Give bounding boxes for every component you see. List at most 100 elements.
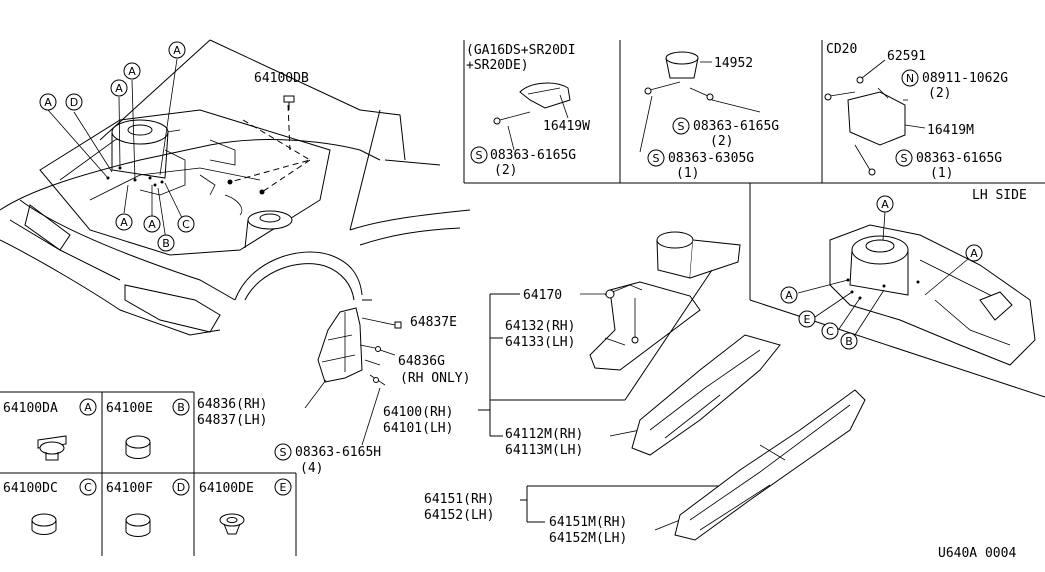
svg-text:C: C xyxy=(182,218,190,231)
figure-code: U640A 0004 xyxy=(938,546,1016,561)
svg-text:S: S xyxy=(280,446,287,459)
callout-s-4: S xyxy=(895,149,913,167)
engine-note-2: +SR20DE) xyxy=(466,58,529,73)
qty-4: (4) xyxy=(300,461,323,476)
rh-only-label: (RH ONLY) xyxy=(400,371,470,386)
callout-c-1: C xyxy=(177,215,195,233)
callout-a-4: A xyxy=(39,93,57,111)
callout-a-lh-2: A xyxy=(965,244,983,262)
svg-text:B: B xyxy=(177,401,185,414)
callout-s-2: S xyxy=(672,117,690,135)
engine-note: (GA16DS+SR20DI xyxy=(466,43,576,58)
svg-text:D: D xyxy=(177,481,185,494)
part-64100-label: 64100(RH) xyxy=(383,405,453,420)
callout-d-1: D xyxy=(65,93,83,111)
lh-side-label: LH SIDE xyxy=(972,188,1027,203)
svg-text:A: A xyxy=(128,65,136,78)
legend-item-64100da: 64100DA A xyxy=(3,398,97,461)
strut-housing-drawing xyxy=(589,231,741,371)
svg-text:C: C xyxy=(84,481,92,494)
legend-item-64100de: 64100DE E xyxy=(199,478,292,535)
part-16419m-label: 16419M xyxy=(927,123,974,138)
svg-text:A: A xyxy=(84,401,92,414)
part-64112m-label: 64112M(RH) xyxy=(505,427,583,442)
svg-text:E: E xyxy=(804,313,811,326)
part-64170-label: 64170 xyxy=(523,288,562,303)
svg-text:A: A xyxy=(785,289,793,302)
part-64113m-label: 64113M(LH) xyxy=(505,443,583,458)
part-08363-6165g-a-label: 08363-6165G xyxy=(490,148,576,163)
callout-a-2: A xyxy=(123,62,141,80)
bracket-16419w-drawing xyxy=(493,82,571,125)
top-right-panel-frame xyxy=(463,40,1045,184)
legend-grid xyxy=(0,391,297,556)
clip-e-icon xyxy=(219,513,245,535)
svg-text:S: S xyxy=(476,149,483,162)
svg-text:N: N xyxy=(906,72,914,85)
leader-64132 xyxy=(604,337,626,346)
svg-text:C: C xyxy=(826,325,834,338)
member-64151m-drawing xyxy=(674,389,866,541)
svg-text:D: D xyxy=(70,96,78,109)
part-14952-label: 14952 xyxy=(714,56,753,71)
qty-1-a: (1) xyxy=(676,166,699,181)
bracket-16419m-drawing xyxy=(824,59,926,176)
car-body-illustration xyxy=(0,39,471,336)
part-64837e-label: 64837E xyxy=(410,315,457,330)
part-64152-label: 64152(LH) xyxy=(424,508,494,523)
group-bracket-64100 xyxy=(478,269,713,437)
legend-item-64100dc: 64100DC C xyxy=(3,478,97,535)
svg-text:S: S xyxy=(678,120,685,133)
svg-text:A: A xyxy=(44,96,52,109)
part-64836-label: 64836(RH) xyxy=(197,397,267,412)
callout-b-1: B xyxy=(157,234,175,252)
callout-a-5: A xyxy=(115,213,133,231)
part-64836g-label: 64836G xyxy=(398,354,445,369)
part-64151m-label: 64151M(RH) xyxy=(549,515,627,530)
legend-code: 64100F xyxy=(106,481,153,496)
clip-14952-drawing xyxy=(639,51,761,153)
svg-text:A: A xyxy=(115,82,123,95)
part-64101-label: 64101(LH) xyxy=(383,421,453,436)
legend-item-64100f: 64100F D xyxy=(106,478,190,537)
qty-2-c: (2) xyxy=(928,86,951,101)
callout-s-3: S xyxy=(647,149,665,167)
callout-s-1: S xyxy=(470,146,488,164)
qty-1-b: (1) xyxy=(930,166,953,181)
part-62591-label: 62591 xyxy=(887,49,926,64)
callout-a-3: A xyxy=(110,79,128,97)
part-08363-6305g-label: 08363-6305G xyxy=(668,151,754,166)
part-64132-label: 64132(RH) xyxy=(505,319,575,334)
plug-c-icon xyxy=(31,513,57,535)
legend-code: 64100DC xyxy=(3,481,58,496)
part-08911-1062g-label: 08911-1062G xyxy=(922,71,1008,86)
callout-a-lh-1: A xyxy=(876,195,894,213)
callout-c-lh: C xyxy=(821,322,839,340)
fender-bracket-drawing xyxy=(304,307,402,446)
car-callout-leaders xyxy=(47,58,185,241)
callout-a-lh-3: A xyxy=(780,286,798,304)
svg-text:A: A xyxy=(881,198,889,211)
qty-2-a: (2) xyxy=(494,163,517,178)
svg-text:A: A xyxy=(120,216,128,229)
part-64151-label: 64151(RH) xyxy=(424,492,494,507)
qty-2-b: (2) xyxy=(710,134,733,149)
svg-text:A: A xyxy=(173,44,181,57)
svg-text:A: A xyxy=(970,247,978,260)
cd20-label: CD20 xyxy=(826,42,857,57)
callout-e-lh: E xyxy=(798,310,816,328)
part-64837-label: 64837(LH) xyxy=(197,413,267,428)
svg-text:B: B xyxy=(162,237,170,250)
part-64133-label: 64133(LH) xyxy=(505,335,575,350)
callout-s-5: S xyxy=(274,443,292,461)
callout-a-1: A xyxy=(168,41,186,59)
member-64112m-drawing xyxy=(631,334,781,456)
legend-code: 64100DA xyxy=(3,401,58,416)
part-08363-6165g-c-label: 08363-6165G xyxy=(916,151,1002,166)
svg-text:S: S xyxy=(901,152,908,165)
legend-item-64100e: 64100E B xyxy=(106,398,190,459)
part-08363-6165g-b-label: 08363-6165G xyxy=(693,119,779,134)
part-64152m-label: 64152M(LH) xyxy=(549,531,627,546)
